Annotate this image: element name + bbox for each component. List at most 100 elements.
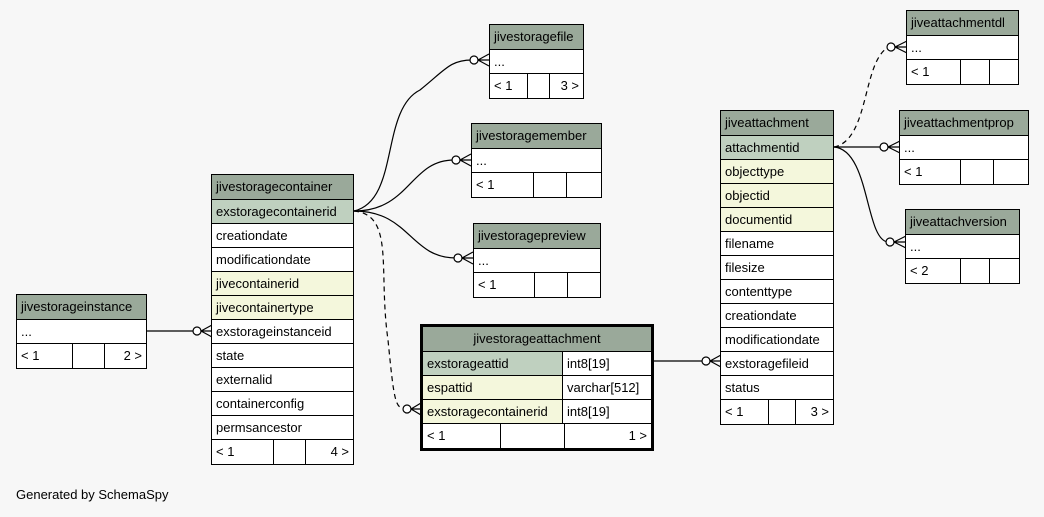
column-name: exstorageinstanceid <box>216 324 332 339</box>
column-name: jivecontainertype <box>216 300 314 315</box>
column-row[interactable]: jivecontainertype <box>212 296 353 320</box>
column-row[interactable]: ... <box>906 235 1019 259</box>
column-row[interactable]: modificationdate <box>721 328 833 352</box>
crowfoot-instance-container <box>192 324 213 338</box>
column-name: filesize <box>725 260 765 275</box>
table-title: jivestoragemember <box>472 124 601 149</box>
footer-spacer[interactable] <box>961 259 990 283</box>
column-name: creationdate <box>725 308 797 323</box>
children-count[interactable]: 2 > <box>123 348 142 363</box>
parents-count[interactable]: < 1 <box>17 344 73 368</box>
table-footer: < 1 <box>907 60 1018 84</box>
column-row[interactable]: ... <box>490 50 583 74</box>
column-name: documentid <box>725 212 793 227</box>
table-title: jivestoragecontainer <box>212 175 353 200</box>
column-row[interactable]: modificationdate <box>212 248 353 272</box>
column-name: ... <box>911 40 922 55</box>
column-name: status <box>725 380 760 395</box>
children-count[interactable]: 4 > <box>330 444 349 459</box>
crowfoot-storageattachment <box>402 402 422 416</box>
column-row[interactable]: contenttype <box>721 280 833 304</box>
parents-count[interactable]: < 1 <box>907 60 961 84</box>
table-title: jiveattachversion <box>906 210 1019 235</box>
column-row[interactable]: exstoragefileid <box>721 352 833 376</box>
table-jiveattachversion[interactable]: jiveattachversion...< 2 <box>905 209 1020 284</box>
rel-container-storageattachment <box>353 210 406 410</box>
table-jivestoragemember[interactable]: jivestoragemember... < 1 <box>471 123 602 198</box>
column-row[interactable]: ... <box>907 36 1018 60</box>
children-count[interactable]: 3 > <box>560 78 579 93</box>
column-row[interactable]: ... <box>472 149 601 173</box>
footer-spacer[interactable] <box>769 400 796 424</box>
footer-spacer[interactable] <box>528 74 550 98</box>
footer-spacer[interactable] <box>501 424 565 448</box>
table-footer: < 1 2 > <box>17 344 146 368</box>
column-name: externalid <box>216 372 273 387</box>
footer-spacer[interactable] <box>535 273 568 297</box>
column-row[interactable]: attachmentid <box>721 136 833 160</box>
parents-count[interactable]: < 2 <box>906 259 961 283</box>
parents-count[interactable]: < 1 <box>212 440 274 464</box>
column-row[interactable]: ... <box>17 320 146 344</box>
parents-count[interactable]: < 1 <box>721 400 769 424</box>
column-row[interactable]: containerconfig <box>212 392 353 416</box>
crowfoot-dl <box>886 40 908 54</box>
column-name: ... <box>494 54 505 69</box>
parents-count[interactable]: < 1 <box>490 74 528 98</box>
column-row[interactable]: documentid <box>721 208 833 232</box>
column-row[interactable]: permsancestor <box>212 416 353 440</box>
table-footer: < 2 <box>906 259 1019 283</box>
rel-attachment-version <box>833 146 889 243</box>
footer-spacer[interactable] <box>73 344 105 368</box>
table-jiveattachmentdl[interactable]: jiveattachmentdl...< 1 <box>906 10 1019 85</box>
column-row[interactable]: objectid <box>721 184 833 208</box>
footer-spacer[interactable] <box>274 440 306 464</box>
table-title: jiveattachmentprop <box>900 111 1028 136</box>
column-row[interactable]: filesize <box>721 256 833 280</box>
rel-container-file <box>353 59 473 212</box>
table-title: jivestoragepreview <box>474 224 600 249</box>
footer-spacer[interactable] <box>961 60 990 84</box>
parents-count[interactable]: < 1 <box>900 160 961 184</box>
column-row[interactable]: exstoragecontainerid <box>212 200 353 224</box>
column-row[interactable]: externalid <box>212 368 353 392</box>
column-row[interactable]: objecttype <box>721 160 833 184</box>
parents-count[interactable]: < 1 <box>423 424 501 448</box>
parents-count[interactable]: < 1 <box>472 173 534 197</box>
table-footer: < 1 3 > <box>490 74 583 98</box>
table-jivestoragepreview[interactable]: jivestoragepreview...< 1 <box>473 223 601 298</box>
column-row[interactable]: jivecontainerid <box>212 272 353 296</box>
column-name: ... <box>476 153 487 168</box>
children-count[interactable] <box>994 160 1028 184</box>
column-row[interactable]: status <box>721 376 833 400</box>
column-row[interactable]: creationdate <box>721 304 833 328</box>
children-count[interactable] <box>567 173 601 197</box>
footer-spacer[interactable] <box>534 173 567 197</box>
column-row[interactable]: ... <box>474 249 600 273</box>
parents-count[interactable]: < 1 <box>474 273 535 297</box>
column-row[interactable]: ... <box>900 136 1028 160</box>
column-row[interactable]: filename <box>721 232 833 256</box>
column-row[interactable]: exstorageinstanceid <box>212 320 353 344</box>
children-count[interactable] <box>990 259 1019 283</box>
column-row[interactable]: creationdate <box>212 224 353 248</box>
column-row[interactable]: state <box>212 344 353 368</box>
children-count[interactable] <box>990 60 1018 84</box>
children-count[interactable]: 3 > <box>810 404 829 419</box>
table-jiveattachmentprop[interactable]: jiveattachmentprop...< 1 <box>899 110 1029 185</box>
children-count[interactable]: 1 > <box>628 428 647 443</box>
crowfoot-version <box>885 235 907 249</box>
column-name: permsancestor <box>216 420 302 435</box>
table-title: jivestorageattachment <box>423 327 651 352</box>
children-count[interactable] <box>568 273 600 297</box>
footer-spacer[interactable] <box>961 160 994 184</box>
